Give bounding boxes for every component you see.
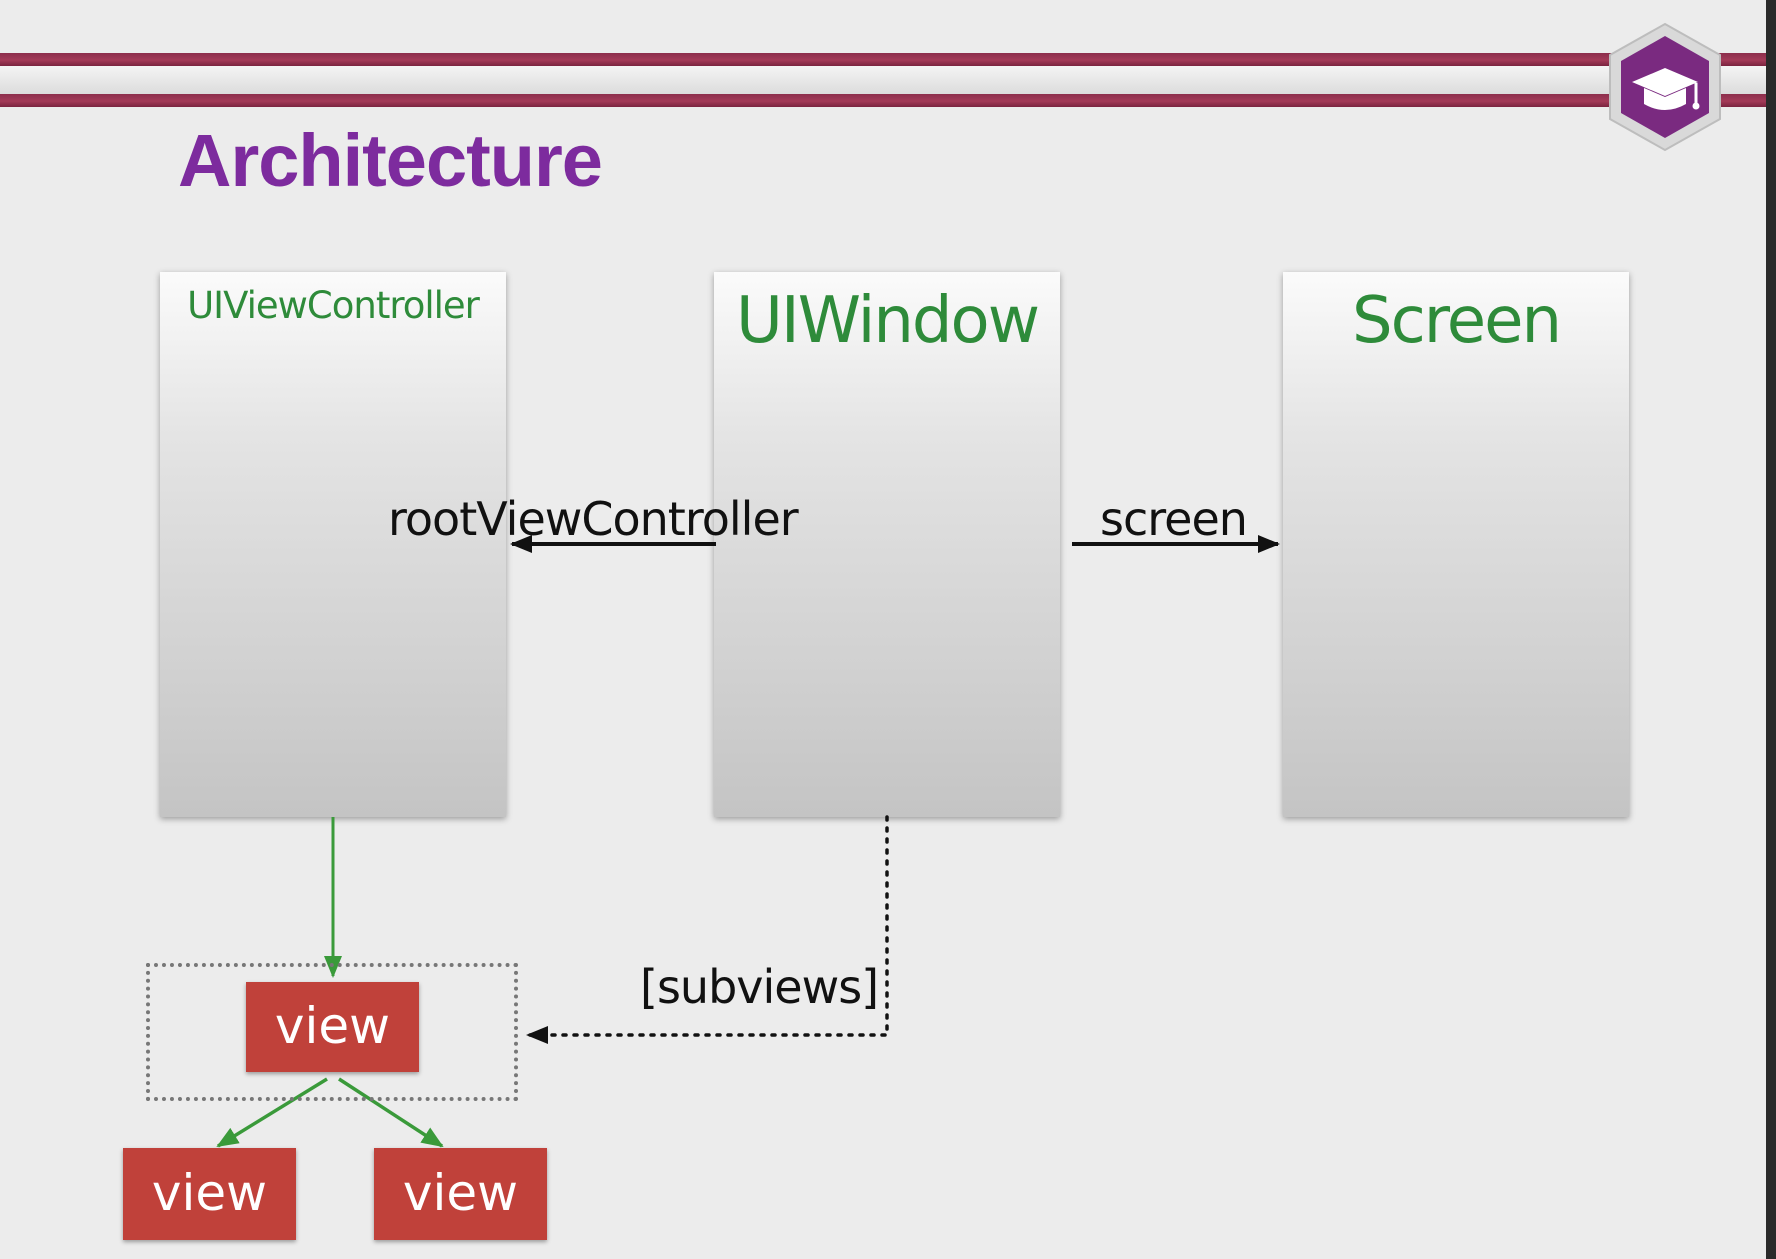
view-hierarchy-group <box>146 963 518 1101</box>
logo <box>1609 22 1721 152</box>
uiwindow-label: UIWindow <box>735 284 1040 358</box>
screen-label: Screen <box>1351 284 1562 358</box>
slide-title: Architecture <box>178 119 603 202</box>
screen-panel: Screen <box>1283 272 1629 817</box>
header-stripe-top <box>0 53 1776 66</box>
child-view-right-box: view <box>374 1148 547 1240</box>
subviews-label: [subviews] <box>640 960 879 1014</box>
frame-edge <box>1766 0 1776 1259</box>
root-view-box: view <box>246 982 419 1072</box>
uiviewcontroller-label: UIViewController <box>187 284 480 327</box>
screen-relation-label: screen <box>1100 492 1248 546</box>
header-stripe-gap <box>0 66 1776 94</box>
root-view-controller-label: rootViewController <box>388 492 799 546</box>
graduation-cap-icon <box>1632 68 1700 110</box>
uiviewcontroller-panel: UIViewController <box>160 272 506 817</box>
child-view-left-box: view <box>123 1148 296 1240</box>
uiwindow-panel: UIWindow <box>714 272 1060 817</box>
header-stripe-bottom <box>0 94 1776 107</box>
